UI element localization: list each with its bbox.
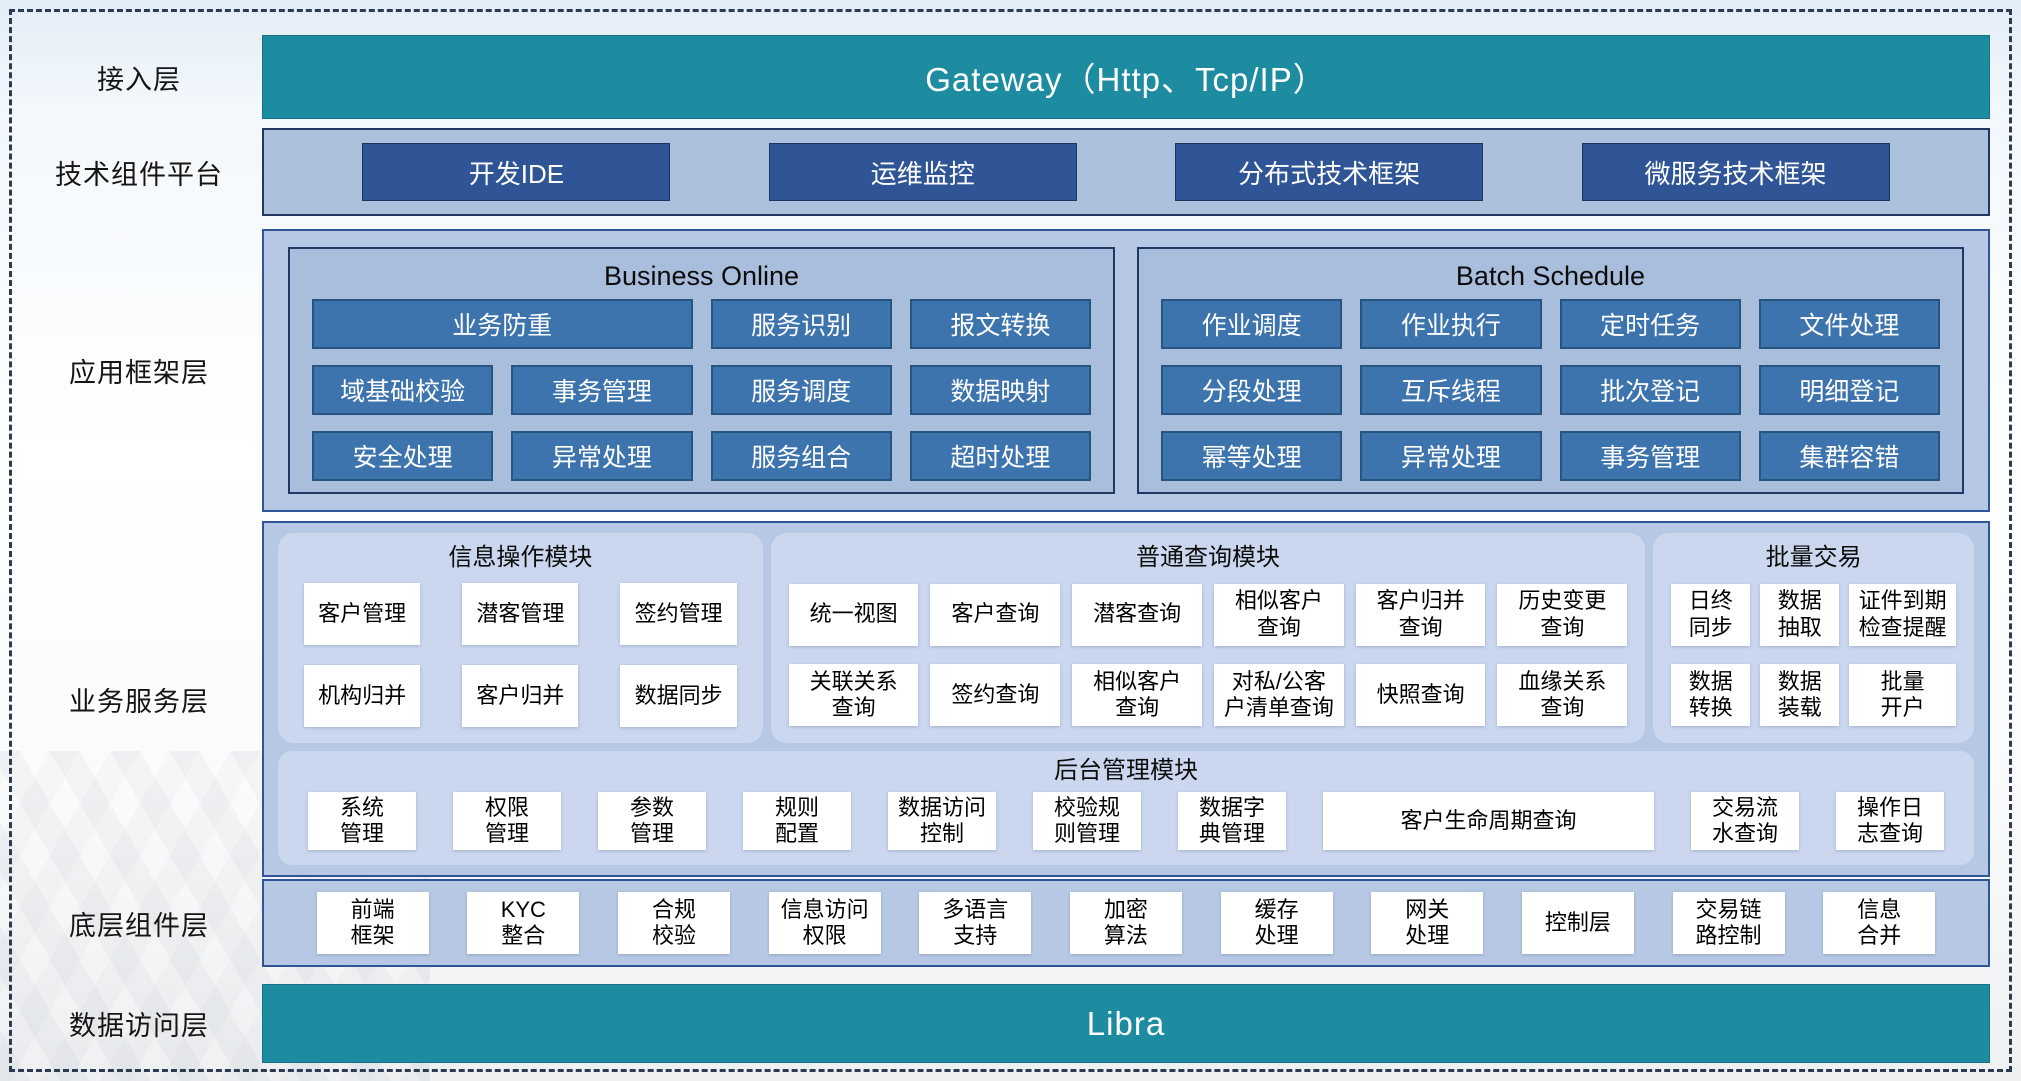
diagram-box: 合规 校验 [617, 892, 730, 954]
diagram-box: 机构归并 [304, 665, 421, 727]
layer-label-tech-platform: 技术组件平台 [55, 159, 223, 190]
diagram-box: 客户查询 [930, 583, 1061, 646]
admin-module-title: 后台管理模块 [1054, 757, 1198, 784]
diagram-box: 关联关系 查询 [788, 664, 919, 727]
diagram-box: 快照查询 [1355, 664, 1486, 727]
diagram-box: 数据同步 [620, 665, 737, 727]
diagram-box: 签约查询 [930, 664, 1061, 727]
diagram-box: 潜客查询 [1072, 583, 1202, 646]
diagram-box: 日终 同步 [1671, 583, 1751, 646]
tech-box-distributed-fw: 分布式技术框架 [1175, 143, 1484, 201]
diagram-box: 信息访问 权限 [768, 892, 881, 954]
batch-schedule-panel: Batch Schedule 作业调度 作业执行 定时任务 文件处理 分段处理 … [1137, 247, 1964, 494]
common-query-panel: 普通查询模块 统一视图 客户查询 潜客查询 相似客户 查询 客户归并 查询 历史… [770, 533, 1646, 743]
diagram-box: 服务调度 [710, 365, 892, 415]
diagram-box: 域基础校验 [312, 365, 494, 415]
gateway-bar-label: Gateway（Http、Tcp/IP） [925, 61, 1327, 98]
diagram-box: 规则 配置 [743, 792, 851, 850]
diagram-box: 服务识别 [710, 299, 892, 349]
libra-bar: Libra [262, 984, 1990, 1063]
diagram-box: 文件处理 [1758, 299, 1940, 349]
diagram-box: 业务防重 [312, 299, 693, 349]
diagram-box: 系统 管理 [308, 792, 416, 850]
diagram-box: 交易流 水查询 [1691, 792, 1799, 850]
diagram-box: 分段处理 [1161, 365, 1343, 415]
diagram-box: 作业调度 [1161, 299, 1343, 349]
diagram-box: 签约管理 [620, 583, 737, 645]
app-framework-container: Business Online 业务防重 服务识别 报文转换 域基础校验 事务管… [262, 229, 1990, 512]
admin-module-panel: 后台管理模块 系统 管理 权限 管理 参数 管理 规则 配置 数据访问 控制 校… [278, 751, 1974, 865]
diagram-box: 数据 装载 [1760, 664, 1840, 727]
diagram-box: KYC 整合 [467, 892, 580, 954]
diagram-box: 校验规 则管理 [1033, 792, 1141, 850]
diagram-box: 客户管理 [304, 583, 421, 645]
diagram-box: 异常处理 [1360, 431, 1542, 481]
diagram-box: 网关 处理 [1371, 892, 1484, 954]
layer-label-app-framework: 应用框架层 [69, 358, 209, 388]
tech-box-dev-ide: 开发IDE [362, 143, 671, 201]
diagram-box: 相似客户 查询 [1213, 583, 1344, 646]
diagram-box: 幂等处理 [1161, 431, 1343, 481]
diagram-box: 缓存 处理 [1220, 892, 1333, 954]
diagram-box: 加密 算法 [1069, 892, 1182, 954]
diagram-box: 互斥线程 [1360, 365, 1542, 415]
batch-schedule-title: Batch Schedule [1455, 261, 1646, 291]
diagram-box: 事务管理 [1559, 431, 1741, 481]
diagram-box: 控制层 [1521, 892, 1634, 954]
info-operation-panel: 信息操作模块 客户管理 潜客管理 签约管理 机构归并 客户归并 数据同步 [278, 533, 763, 743]
diagram-box: 对私/公客 户清单查询 [1213, 664, 1344, 727]
tech-box-ops-monitor: 运维监控 [768, 143, 1077, 201]
diagram-box: 作业执行 [1360, 299, 1542, 349]
diagram-box: 批量 开户 [1849, 664, 1956, 727]
tech-box-microservice-fw: 微服务技术框架 [1581, 143, 1890, 201]
gateway-bar: Gateway（Http、Tcp/IP） [262, 35, 1990, 119]
layer-label-data-access: 数据访问层 [69, 1011, 209, 1041]
diagram-box: 多语言 支持 [919, 892, 1032, 954]
diagram-box: 数据访问 控制 [888, 792, 996, 850]
diagram-box: 参数 管理 [598, 792, 706, 850]
tech-platform-container: 开发IDE 运维监控 分布式技术框架 微服务技术框架 [262, 128, 1990, 216]
libra-bar-label: Libra [1086, 1004, 1166, 1042]
layer-label-base-component: 底层组件层 [69, 910, 209, 941]
diagram-box: 异常处理 [511, 431, 693, 481]
diagram-box: 数据映射 [909, 365, 1091, 415]
diagram-box: 操作日 志查询 [1836, 792, 1944, 850]
diagram-box: 客户归并 [462, 665, 579, 727]
layer-label-business-service: 业务服务层 [69, 686, 209, 717]
layer-label-access: 接入层 [97, 64, 181, 95]
diagram-box: 统一视图 [788, 583, 919, 646]
batch-trade-panel: 批量交易 日终 同步 数据 抽取 证件到期 检查提醒 数据 转换 数据 装载 批… [1653, 533, 1974, 743]
diagram-box: 前端 框架 [316, 892, 429, 954]
diagram-box: 历史变更 查询 [1497, 583, 1628, 646]
diagram-box: 数据字 典管理 [1178, 792, 1286, 850]
diagram-box: 集群容错 [1758, 431, 1940, 481]
diagram-box: 潜客管理 [462, 583, 579, 645]
business-online-panel: Business Online 业务防重 服务识别 报文转换 域基础校验 事务管… [288, 247, 1115, 494]
business-service-container: 信息操作模块 客户管理 潜客管理 签约管理 机构归并 客户归并 数据同步 普通查… [262, 521, 1990, 877]
diagram-box: 安全处理 [312, 431, 494, 481]
diagram-box: 数据 抽取 [1760, 583, 1840, 646]
diagram-box: 客户归并 查询 [1355, 583, 1486, 646]
diagram-box: 信息 合并 [1823, 892, 1936, 954]
diagram-box: 客户生命周期查询 [1323, 792, 1654, 850]
business-online-title: Business Online [603, 261, 800, 291]
diagram-box: 批次登记 [1559, 365, 1741, 415]
diagram-box: 证件到期 检查提醒 [1849, 583, 1956, 646]
base-component-container: 前端 框架 KYC 整合 合规 校验 信息访问 权限 多语言 支持 加密 算法 … [262, 879, 1990, 967]
diagram-box: 定时任务 [1559, 299, 1741, 349]
diagram-box: 血缘关系 查询 [1497, 664, 1628, 727]
diagram-box: 数据 转换 [1671, 664, 1751, 727]
diagram-box: 权限 管理 [453, 792, 561, 850]
info-operation-title: 信息操作模块 [448, 544, 593, 571]
diagram-box: 明细登记 [1758, 365, 1940, 415]
diagram-box: 交易链 路控制 [1672, 892, 1785, 954]
common-query-title: 普通查询模块 [1135, 544, 1280, 571]
batch-trade-title: 批量交易 [1765, 544, 1862, 571]
diagram-box: 报文转换 [909, 299, 1091, 349]
diagram-box: 相似客户 查询 [1072, 664, 1202, 727]
diagram-box: 事务管理 [511, 365, 693, 415]
diagram-box: 服务组合 [710, 431, 892, 481]
diagram-box: 超时处理 [909, 431, 1091, 481]
